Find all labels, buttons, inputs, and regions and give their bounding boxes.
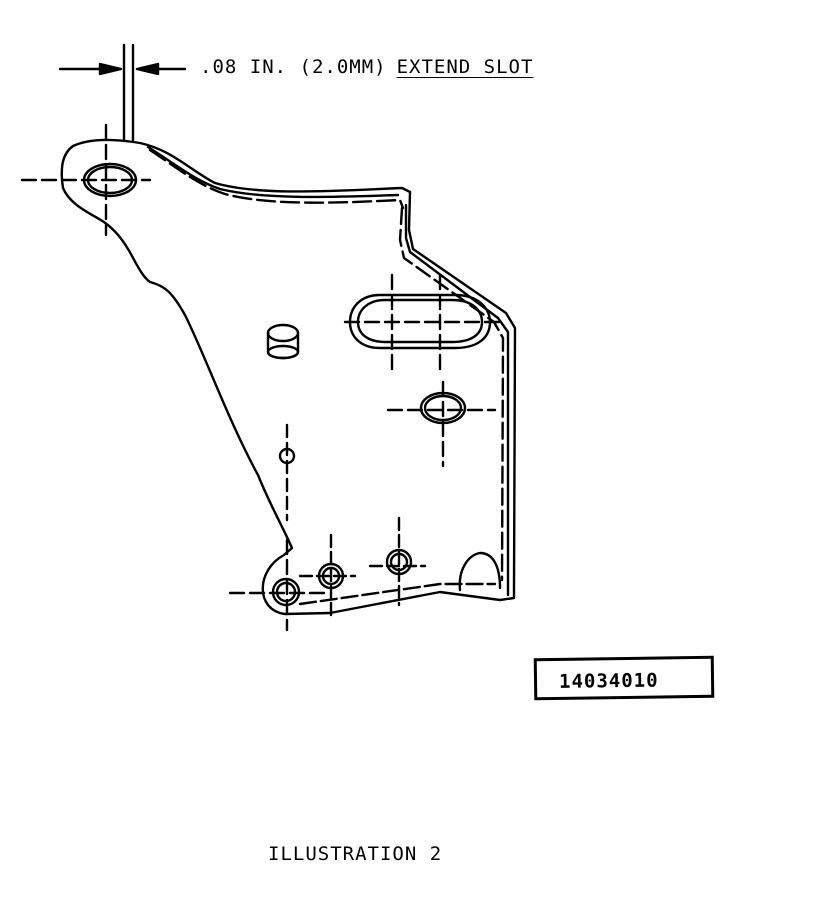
bottom-edge-line — [298, 582, 497, 606]
right-flange-hidden-line — [398, 206, 505, 582]
dimension-measure: .08 IN. (2.0MM) — [200, 56, 387, 78]
bottom-hole-1 — [228, 538, 332, 632]
oblong-slot — [343, 273, 502, 377]
part-number: 14034010 — [558, 669, 659, 693]
mounting-hole-right — [386, 380, 497, 468]
corner-fillet — [458, 551, 502, 592]
bracket-outline — [60, 138, 517, 616]
right-flange-line — [404, 203, 510, 597]
dimension-note: .08 IN. (2.0MM) EXTEND SLOT — [200, 56, 533, 78]
small-hole-left — [278, 423, 296, 522]
stamped-boss — [266, 323, 300, 360]
flange-inner-line — [148, 148, 405, 210]
dimension-extension-lines — [122, 43, 135, 142]
flange-inner-line-2 — [146, 145, 400, 199]
dimension-instruction: EXTEND SLOT — [396, 56, 534, 78]
dimension-arrows — [58, 62, 187, 76]
bottom-hole-2 — [298, 533, 357, 622]
top-slot — [20, 123, 152, 237]
part-number-box: 14034010 — [533, 655, 715, 701]
illustration-caption: ILLUSTRATION 2 — [268, 843, 443, 865]
